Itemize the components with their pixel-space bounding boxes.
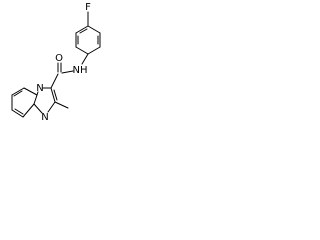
fluorine-label: F [85, 2, 91, 13]
bond [75, 25, 89, 34]
bond [22, 103, 35, 118]
bond [79, 28, 88, 34]
fluorophenyl-ring [75, 11, 101, 65]
bond [75, 46, 89, 55]
bond [47, 101, 56, 113]
bond [23, 87, 38, 96]
ring-nitrogen-top-label: N [36, 83, 43, 94]
molecule-drawing: F O NH N N [11, 2, 101, 123]
imidazole-ring [33, 87, 69, 114]
bond [11, 87, 25, 96]
oxygen-label: O [55, 53, 63, 64]
pyridine-ring [11, 87, 38, 118]
bond [54, 101, 69, 109]
bond [14, 108, 24, 115]
bond [50, 87, 56, 103]
bond [50, 73, 59, 89]
bond [11, 109, 24, 118]
amide-nh-label: NH [73, 65, 88, 76]
bond [87, 46, 101, 55]
bond [13, 90, 23, 97]
ring-nitrogen-bottom-label: N [41, 112, 48, 123]
bond [61, 70, 74, 74]
bond [81, 53, 89, 65]
amide-group [50, 62, 74, 89]
bond [87, 25, 101, 34]
bond [53, 89, 58, 101]
molecule-canvas: F O NH N N [0, 0, 112, 143]
bond [33, 91, 39, 105]
bond [33, 103, 43, 114]
